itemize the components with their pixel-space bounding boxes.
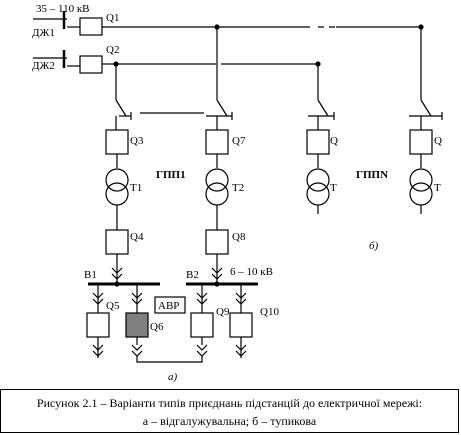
dzh2-label: ДЖ2 <box>32 60 55 72</box>
voltage-low-label: 6 – 10 кВ <box>230 266 273 278</box>
breaker-q6 <box>125 312 149 338</box>
b1-label: В1 <box>84 269 97 281</box>
q3-label: Q3 <box>130 135 144 147</box>
sub-a-label: а) <box>168 371 178 383</box>
q6-label: Q6 <box>150 321 164 333</box>
avr-box <box>154 296 186 314</box>
b2-label: В2 <box>186 269 199 281</box>
gpp1-label: ГПП1 <box>156 169 186 181</box>
breaker-q5 <box>86 312 110 338</box>
qn2-label: Q <box>434 135 442 147</box>
voltage-top-label: 35 – 110 кВ <box>36 3 90 15</box>
t2-label: T2 <box>232 182 244 194</box>
transformer-t2-hv <box>205 168 229 192</box>
q9-label: Q9 <box>216 306 230 318</box>
q7-label: Q7 <box>232 135 246 147</box>
incoming-line-dzh2 <box>33 50 318 74</box>
transformer-t2-lv <box>205 182 229 206</box>
breaker-qn-1 <box>306 129 330 155</box>
tn1-label: T <box>330 182 337 194</box>
transformer-t1-lv <box>105 182 129 206</box>
caption-line-2: а – відгалужувальна; б – тупикова <box>142 414 317 428</box>
breaker-q9 <box>190 312 214 338</box>
breaker-q1 <box>79 17 103 36</box>
breaker-q3 <box>105 129 129 155</box>
breaker-q10 <box>229 312 253 338</box>
disconnector-2 <box>206 27 233 130</box>
q8-label: Q8 <box>232 231 246 243</box>
breaker-q7 <box>205 129 229 155</box>
dzh1-label: ДЖ1 <box>32 27 55 39</box>
power-substation-diagram: 35 – 110 кВ ДЖ1 ДЖ2 Q1 Q2 Q3 Q7 Q Q T1 T… <box>32 3 443 383</box>
transformer-t1-hv <box>105 168 129 192</box>
q5-label: Q5 <box>106 300 120 312</box>
incoming-line-dzh1 <box>33 11 421 36</box>
q4-label: Q4 <box>130 231 144 243</box>
breaker-q4 <box>105 229 129 255</box>
sub-b-label: б) <box>369 240 379 252</box>
q1-label: Q1 <box>106 12 119 24</box>
breaker-q8 <box>205 229 229 255</box>
avr-tie-line <box>136 356 203 363</box>
breaker-qn-2 <box>409 129 433 155</box>
caption-line-1: Рисунок 2.1 – Варіанти типів приєднань п… <box>36 396 423 410</box>
tn2-label: T <box>434 182 441 194</box>
t1-label: T1 <box>130 182 142 194</box>
breaker-q2 <box>79 55 103 74</box>
qn1-label: Q <box>330 135 338 147</box>
figure-caption: Рисунок 2.1 – Варіанти типів приєднань п… <box>0 389 459 433</box>
disconnector-3 <box>308 64 335 130</box>
q10-label: Q10 <box>260 306 279 318</box>
disconnector-4 <box>409 27 443 130</box>
avr-label: АВР <box>158 300 179 312</box>
gppn-label: ГППN <box>356 169 388 181</box>
disconnector-1 <box>115 64 132 130</box>
q2-label: Q2 <box>106 44 119 56</box>
